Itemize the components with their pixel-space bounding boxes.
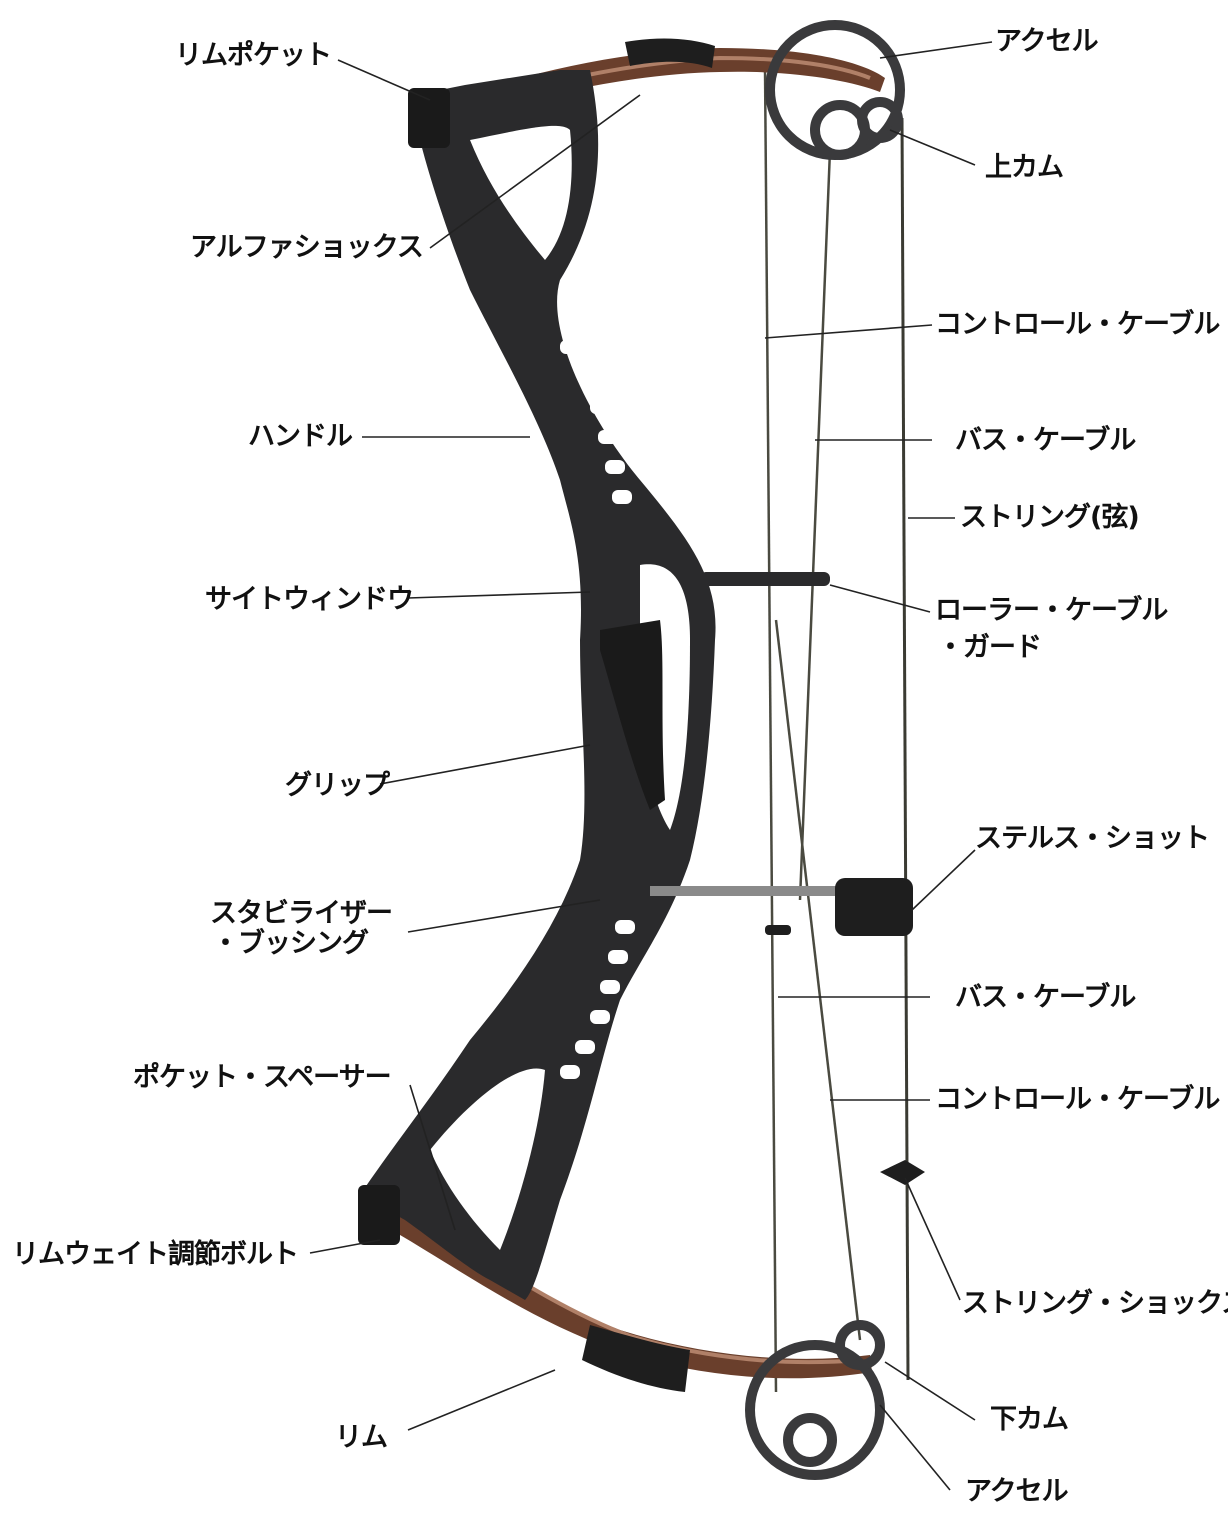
label-string: ストリング(弦) — [960, 502, 1139, 534]
label-grip: グリップ — [285, 770, 389, 802]
string-stop — [765, 925, 791, 935]
label-buss-cable-bottom: バス・ケーブル — [955, 982, 1135, 1014]
label-stabilizer-bushing-2: ・ブッシング — [212, 928, 368, 960]
label-control-cable-top: コントロール・ケーブル — [935, 309, 1219, 341]
buss-cable-b — [776, 620, 860, 1340]
stealth-shot-body — [835, 878, 913, 936]
label-axle-top: アクセル — [995, 26, 1098, 58]
label-limb: リム — [335, 1422, 387, 1454]
label-sight-window: サイトウィンドウ — [205, 584, 413, 616]
label-stabilizer-bushing-1: スタビライザー — [210, 898, 392, 930]
bow-string — [902, 118, 908, 1380]
label-lower-cam: 下カム — [990, 1404, 1068, 1436]
label-roller-guard-1: ローラー・ケーブル — [935, 595, 1167, 627]
label-control-cable-bottom: コントロール・ケーブル — [935, 1084, 1219, 1116]
string-shocks-part — [880, 1160, 925, 1185]
label-string-shocks: ストリング・ショックス — [962, 1288, 1228, 1320]
lower-limb-pocket — [358, 1185, 400, 1245]
label-pocket-spacer: ポケット・スペーサー — [133, 1062, 391, 1094]
label-alpha-shocks: アルファショックス — [190, 232, 423, 264]
label-upper-cam: 上カム — [985, 152, 1063, 184]
control-cable — [765, 68, 776, 1392]
label-roller-guard-2: ・ガード — [937, 632, 1041, 664]
label-limb-weight-bolt: リムウェイト調節ボルト — [12, 1239, 298, 1271]
upper-limb-pocket — [408, 88, 450, 148]
label-axle-bottom: アクセル — [965, 1476, 1068, 1508]
label-buss-cable-top: バス・ケーブル — [955, 425, 1135, 457]
roller-cable-guard — [700, 572, 830, 586]
label-limb-pocket: リムポケット — [175, 40, 331, 72]
stabilizer-rod — [650, 886, 840, 896]
label-stealth-shot: ステルス・ショット — [975, 823, 1209, 855]
lower-cam — [750, 1325, 880, 1475]
buss-cable-a — [800, 150, 830, 900]
label-handle: ハンドル — [248, 421, 352, 453]
